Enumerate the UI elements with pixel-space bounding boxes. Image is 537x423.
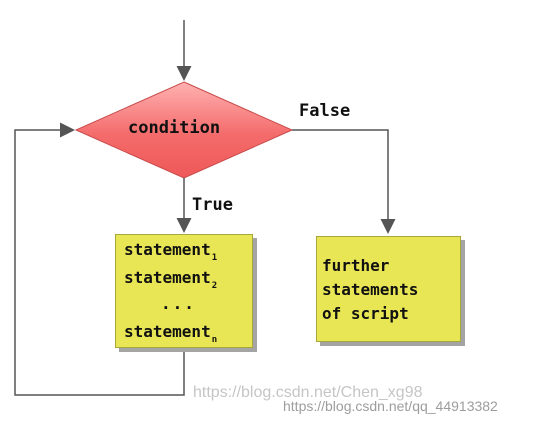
statement-2: statement2 bbox=[124, 268, 218, 291]
true-branch-label: True bbox=[192, 195, 233, 215]
loop-back-path bbox=[14, 122, 185, 396]
exit-line-1: further bbox=[322, 256, 390, 275]
statement-ellipsis: ... bbox=[161, 294, 196, 313]
statement-n: statementn bbox=[124, 322, 218, 345]
loop-body-box bbox=[115, 234, 253, 348]
false-branch-label: False bbox=[299, 101, 351, 121]
statement-1-subscript: 1 bbox=[211, 253, 218, 263]
condition-label: condition bbox=[128, 118, 221, 138]
exit-line-3: of script bbox=[322, 304, 409, 323]
statement-n-subscript: n bbox=[211, 335, 218, 345]
exit-box bbox=[316, 236, 461, 342]
statement-1: statement1 bbox=[124, 240, 218, 263]
watermark-primary: https://blog.csdn.net/Chen_xg98 bbox=[193, 384, 423, 401]
exit-line-2: statements bbox=[322, 280, 419, 299]
watermark-secondary: https://blog.csdn.net/qq_44913382 bbox=[283, 398, 498, 414]
false-path bbox=[292, 129, 396, 234]
statement-2-subscript: 2 bbox=[211, 281, 218, 291]
